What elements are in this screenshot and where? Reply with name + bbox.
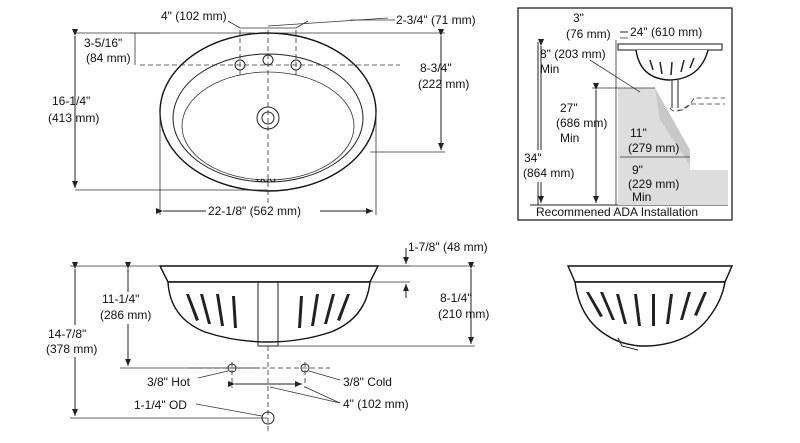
overflow-mark: ᴗᴗᴗ xyxy=(256,171,276,185)
ada-dim-9-min: Min xyxy=(632,190,651,204)
ada-dim-11-mm: (279 mm) xyxy=(628,141,679,155)
ada-dim-3-mm: (76 mm) xyxy=(566,27,611,41)
dim-depth-in: 11-1/4" xyxy=(102,292,139,306)
ada-dim-27-mm: (686 mm) xyxy=(556,116,607,130)
dim-bowl-mm: (222 mm) xyxy=(418,77,469,91)
ada-dim-11-in: 11" xyxy=(630,126,647,140)
dim-front-bowl-mm: (210 mm) xyxy=(438,307,489,321)
dim-front-back-in: 16-1/4" xyxy=(52,94,90,108)
ada-dim-9-in: 9" xyxy=(632,163,643,177)
label-drain: 1-1/4" OD xyxy=(134,398,187,412)
label-cold: 3/8" Cold xyxy=(343,375,392,389)
ada-dim-27-min: Min xyxy=(560,131,579,145)
dim-hole-offset: 2-3/4" (71 mm) xyxy=(396,13,476,27)
side-view xyxy=(566,265,734,351)
ada-dim-34-mm: (864 mm) xyxy=(523,166,574,180)
knee-clearance xyxy=(618,88,728,205)
ada-dim-9-mm: (229 mm) xyxy=(628,177,679,191)
dim-supply-spacing: 4" (102 mm) xyxy=(343,397,409,411)
side-rim xyxy=(566,265,734,283)
front-bowl xyxy=(167,281,371,343)
dim-depth-mm: (286 mm) xyxy=(100,308,151,322)
ada-caption: Recommened ADA Installation xyxy=(536,205,698,219)
ada-dim-34-in: 34" xyxy=(524,151,542,165)
dim-front-bowl-in: 8-1/4" xyxy=(440,291,472,305)
ada-dim-8: 8" (203 mm) xyxy=(540,47,606,61)
dim-width: 22-1/8" (562 mm) xyxy=(208,204,301,218)
front-rim xyxy=(158,265,380,283)
top-view: ᴗᴗᴗ 4" (102 mm) 2-3/4" (71 mm) 3-5/16" (… xyxy=(48,9,476,218)
dim-bowl-in: 8-3/4" xyxy=(420,61,452,75)
dim-front-back-mm: (413 mm) xyxy=(48,111,99,125)
label-hot: 3/8" Hot xyxy=(147,375,191,389)
side-bowl xyxy=(574,281,726,347)
ada-dim-27-in: 27" xyxy=(560,101,578,115)
dim-overall-mm: (378 mm) xyxy=(46,342,97,356)
svg-text:24" (610 mm): 24" (610 mm) xyxy=(630,25,702,39)
ada-dim-3-in: 3" xyxy=(573,11,584,25)
ada-installation: 3" (76 mm) 24" (610 mm) 24" (610 mm) 8" … xyxy=(517,7,733,221)
dim-rim-thickness: 1-7/8" (48 mm) xyxy=(408,240,488,254)
dim-overall-in: 14-7/8" xyxy=(48,327,86,341)
dim-holes-from-back-mm: (84 mm) xyxy=(86,51,131,65)
drain-outlet xyxy=(261,411,275,425)
dim-faucet-spacing: 4" (102 mm) xyxy=(161,9,227,23)
front-view: 1-7/8" (48 mm) 8-1/4" (210 mm) 14-7/8" (… xyxy=(44,240,489,432)
ada-dim-8-min: Min xyxy=(540,62,559,76)
dim-holes-from-back-in: 3-5/16" xyxy=(84,36,122,50)
